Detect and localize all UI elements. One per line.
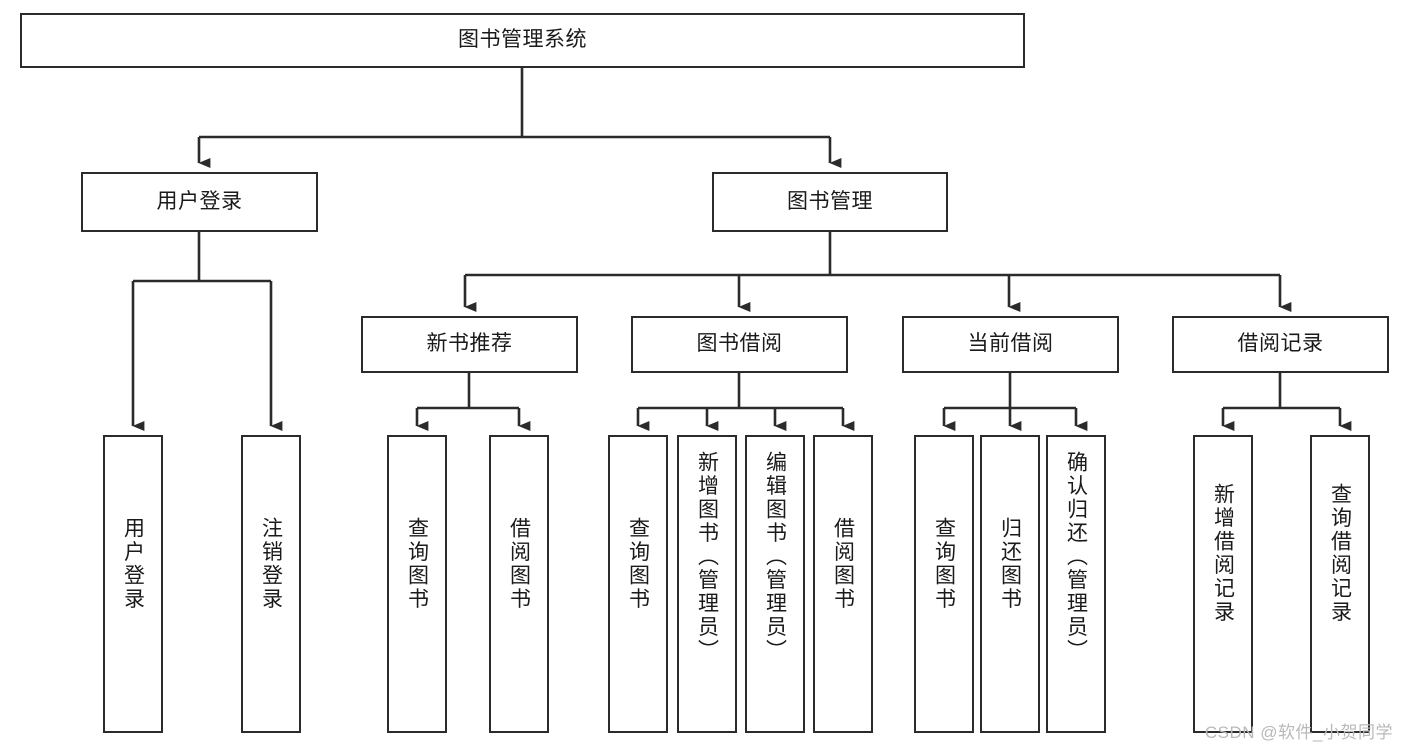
node-current-borrow-label: 当前借阅 (967, 332, 1054, 356)
node-borrow-record-label: 借阅记录 (1237, 332, 1324, 356)
leaf-user-login-logout[interactable]: 注销登录 (241, 435, 301, 733)
watermark-text: CSDN @软件_小贺同学 (1204, 723, 1393, 742)
leaf-bookborrow-borrow-book-label: 借阅图书 (831, 517, 855, 611)
leaf-bookborrow-query-book-label: 查询图书 (626, 517, 650, 611)
leaf-newbook-borrow-book[interactable]: 借阅图书 (489, 435, 549, 733)
leaf-bookborrow-add-book-label: 新增图书（管理员） (695, 451, 719, 663)
leaf-borrowrecord-query-record-label: 查询借阅记录 (1328, 483, 1352, 624)
leaf-newbook-query-book-label: 查询图书 (405, 517, 429, 611)
leaf-bookborrow-add-book[interactable]: 新增图书（管理员） (677, 435, 737, 733)
leaf-newbook-query-book[interactable]: 查询图书 (387, 435, 447, 733)
node-book-borrow[interactable]: 图书借阅 (631, 316, 848, 373)
node-book-manage[interactable]: 图书管理 (712, 172, 948, 232)
leaf-currentborrow-confirm-return[interactable]: 确认归还（管理员） (1046, 435, 1106, 733)
leaf-currentborrow-query-book[interactable]: 查询图书 (914, 435, 974, 733)
leaf-bookborrow-edit-book-label: 编辑图书（管理员） (763, 451, 787, 663)
leaf-currentborrow-return-book-label: 归还图书 (998, 517, 1022, 611)
node-book-borrow-label: 图书借阅 (696, 332, 783, 356)
node-current-borrow[interactable]: 当前借阅 (902, 316, 1119, 373)
leaf-currentborrow-return-book[interactable]: 归还图书 (980, 435, 1040, 733)
leaf-currentborrow-confirm-return-label: 确认归还（管理员） (1064, 451, 1088, 663)
leaf-borrowrecord-query-record[interactable]: 查询借阅记录 (1310, 435, 1370, 733)
node-borrow-record[interactable]: 借阅记录 (1172, 316, 1389, 373)
leaf-bookborrow-edit-book[interactable]: 编辑图书（管理员） (745, 435, 805, 733)
leaf-user-login-logout-label: 注销登录 (259, 517, 283, 611)
node-user-login-label: 用户登录 (156, 189, 243, 213)
leaf-newbook-borrow-book-label: 借阅图书 (507, 517, 531, 611)
leaf-bookborrow-query-book[interactable]: 查询图书 (608, 435, 668, 733)
node-user-login[interactable]: 用户登录 (81, 172, 318, 232)
leaf-user-login-login[interactable]: 用户登录 (103, 435, 163, 733)
leaf-borrowrecord-add-record[interactable]: 新增借阅记录 (1193, 435, 1253, 733)
leaf-borrowrecord-add-record-label: 新增借阅记录 (1211, 483, 1235, 624)
leaf-bookborrow-borrow-book[interactable]: 借阅图书 (813, 435, 873, 733)
node-root-system[interactable]: 图书管理系统 (20, 13, 1025, 68)
leaf-currentborrow-query-book-label: 查询图书 (932, 517, 956, 611)
leaf-user-login-login-label: 用户登录 (121, 517, 145, 611)
node-book-manage-label: 图书管理 (787, 189, 873, 213)
node-new-book-recommend-label: 新书推荐 (426, 332, 513, 356)
node-new-book-recommend[interactable]: 新书推荐 (361, 316, 578, 373)
node-root-system-label: 图书管理系统 (458, 28, 587, 52)
